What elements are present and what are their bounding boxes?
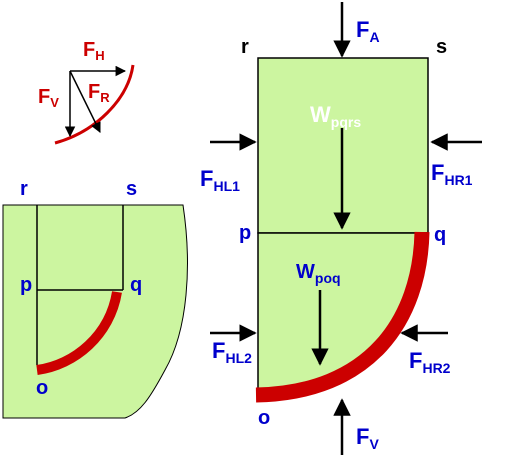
inset-force-resolution: FH FV FR bbox=[38, 39, 135, 145]
right-label-q: q bbox=[434, 224, 446, 246]
right-curved-gate bbox=[255, 231, 430, 403]
fhl2-label: FHL2 bbox=[212, 338, 252, 366]
right-label-r: r bbox=[241, 36, 249, 58]
inset-fh-label: FH bbox=[83, 39, 105, 63]
wpqrs-label: Wpqrs bbox=[310, 102, 361, 130]
fa-label: FA bbox=[356, 17, 380, 45]
left-label-q: q bbox=[130, 274, 142, 296]
left-label-s: s bbox=[126, 178, 137, 200]
right-free-body-diagram: r s p q o FA Wpqrs Wpoq FV FHL1 FHR1 FHL… bbox=[200, 2, 482, 455]
left-label-r: r bbox=[20, 178, 28, 200]
inset-gate-arc bbox=[54, 64, 135, 145]
right-label-p: p bbox=[239, 222, 251, 244]
left-fluid-region bbox=[2, 204, 188, 419]
fhl1-label: FHL1 bbox=[200, 166, 240, 194]
left-gate-diagram: r s p q o bbox=[2, 178, 188, 419]
left-label-p: p bbox=[20, 274, 32, 296]
left-label-o: o bbox=[36, 377, 48, 399]
fv-label: FV bbox=[356, 424, 379, 452]
left-curved-gate bbox=[36, 291, 122, 375]
wpoq-label: Wpoq bbox=[296, 261, 341, 286]
inset-fr-arrow bbox=[69, 70, 101, 133]
fhr1-label: FHR1 bbox=[431, 160, 473, 188]
right-label-o: o bbox=[258, 407, 270, 429]
fhr2-label: FHR2 bbox=[409, 348, 451, 376]
right-label-s: s bbox=[436, 36, 447, 58]
inset-fr-label: FR bbox=[88, 81, 110, 105]
inset-fv-label: FV bbox=[38, 86, 59, 110]
